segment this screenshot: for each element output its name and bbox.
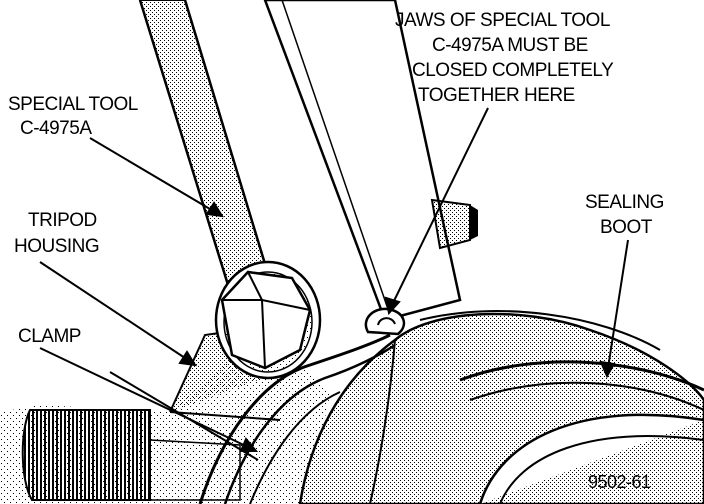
leader-clamp-arrow: [239, 437, 259, 452]
clamp-ear: [364, 307, 406, 336]
label-tripod-line2: HOUSING: [14, 236, 99, 257]
label-special-tool-line2: C-4975A: [20, 118, 92, 139]
label-sealing-line2: BOOT: [600, 217, 653, 238]
label-special-tool-line1: SPECIAL TOOL: [8, 94, 138, 115]
leader-jaws-arrow: [384, 296, 401, 316]
leader-sealing-boot: [607, 239, 629, 369]
label-sealing-line1: SEALING: [585, 192, 664, 213]
leader-tripod-housing: [39, 261, 189, 361]
leader-jaws: [391, 107, 489, 306]
label-jaws-line3: CLOSED COMPLETELY: [412, 60, 614, 81]
leader-clamp-2: [109, 371, 259, 461]
leader-special-tool-arrow: [205, 201, 224, 218]
label-jaws-line2: C-4975A MUST BE: [432, 35, 588, 56]
tool-handle-right: [263, 0, 478, 322]
leader-tripod-housing-arrow: [178, 350, 197, 367]
leader-special-tool: [89, 137, 216, 213]
label-tripod-line1: TRIPOD: [28, 210, 97, 231]
figure-number: 9502-61: [588, 472, 651, 492]
leader-lines: [39, 107, 629, 461]
label-jaws-line4: TOGETHER HERE: [418, 85, 575, 106]
knurled-shaft-end: [21, 409, 241, 501]
label-clamp: CLAMP: [18, 326, 81, 347]
leader-sealing-boot-arrow: [599, 360, 616, 379]
hex-bolt: [214, 260, 322, 380]
label-jaws-line1: JAWS OF SPECIAL TOOL: [395, 10, 610, 31]
leader-clamp: [39, 347, 249, 448]
sealing-boot: [298, 310, 704, 504]
